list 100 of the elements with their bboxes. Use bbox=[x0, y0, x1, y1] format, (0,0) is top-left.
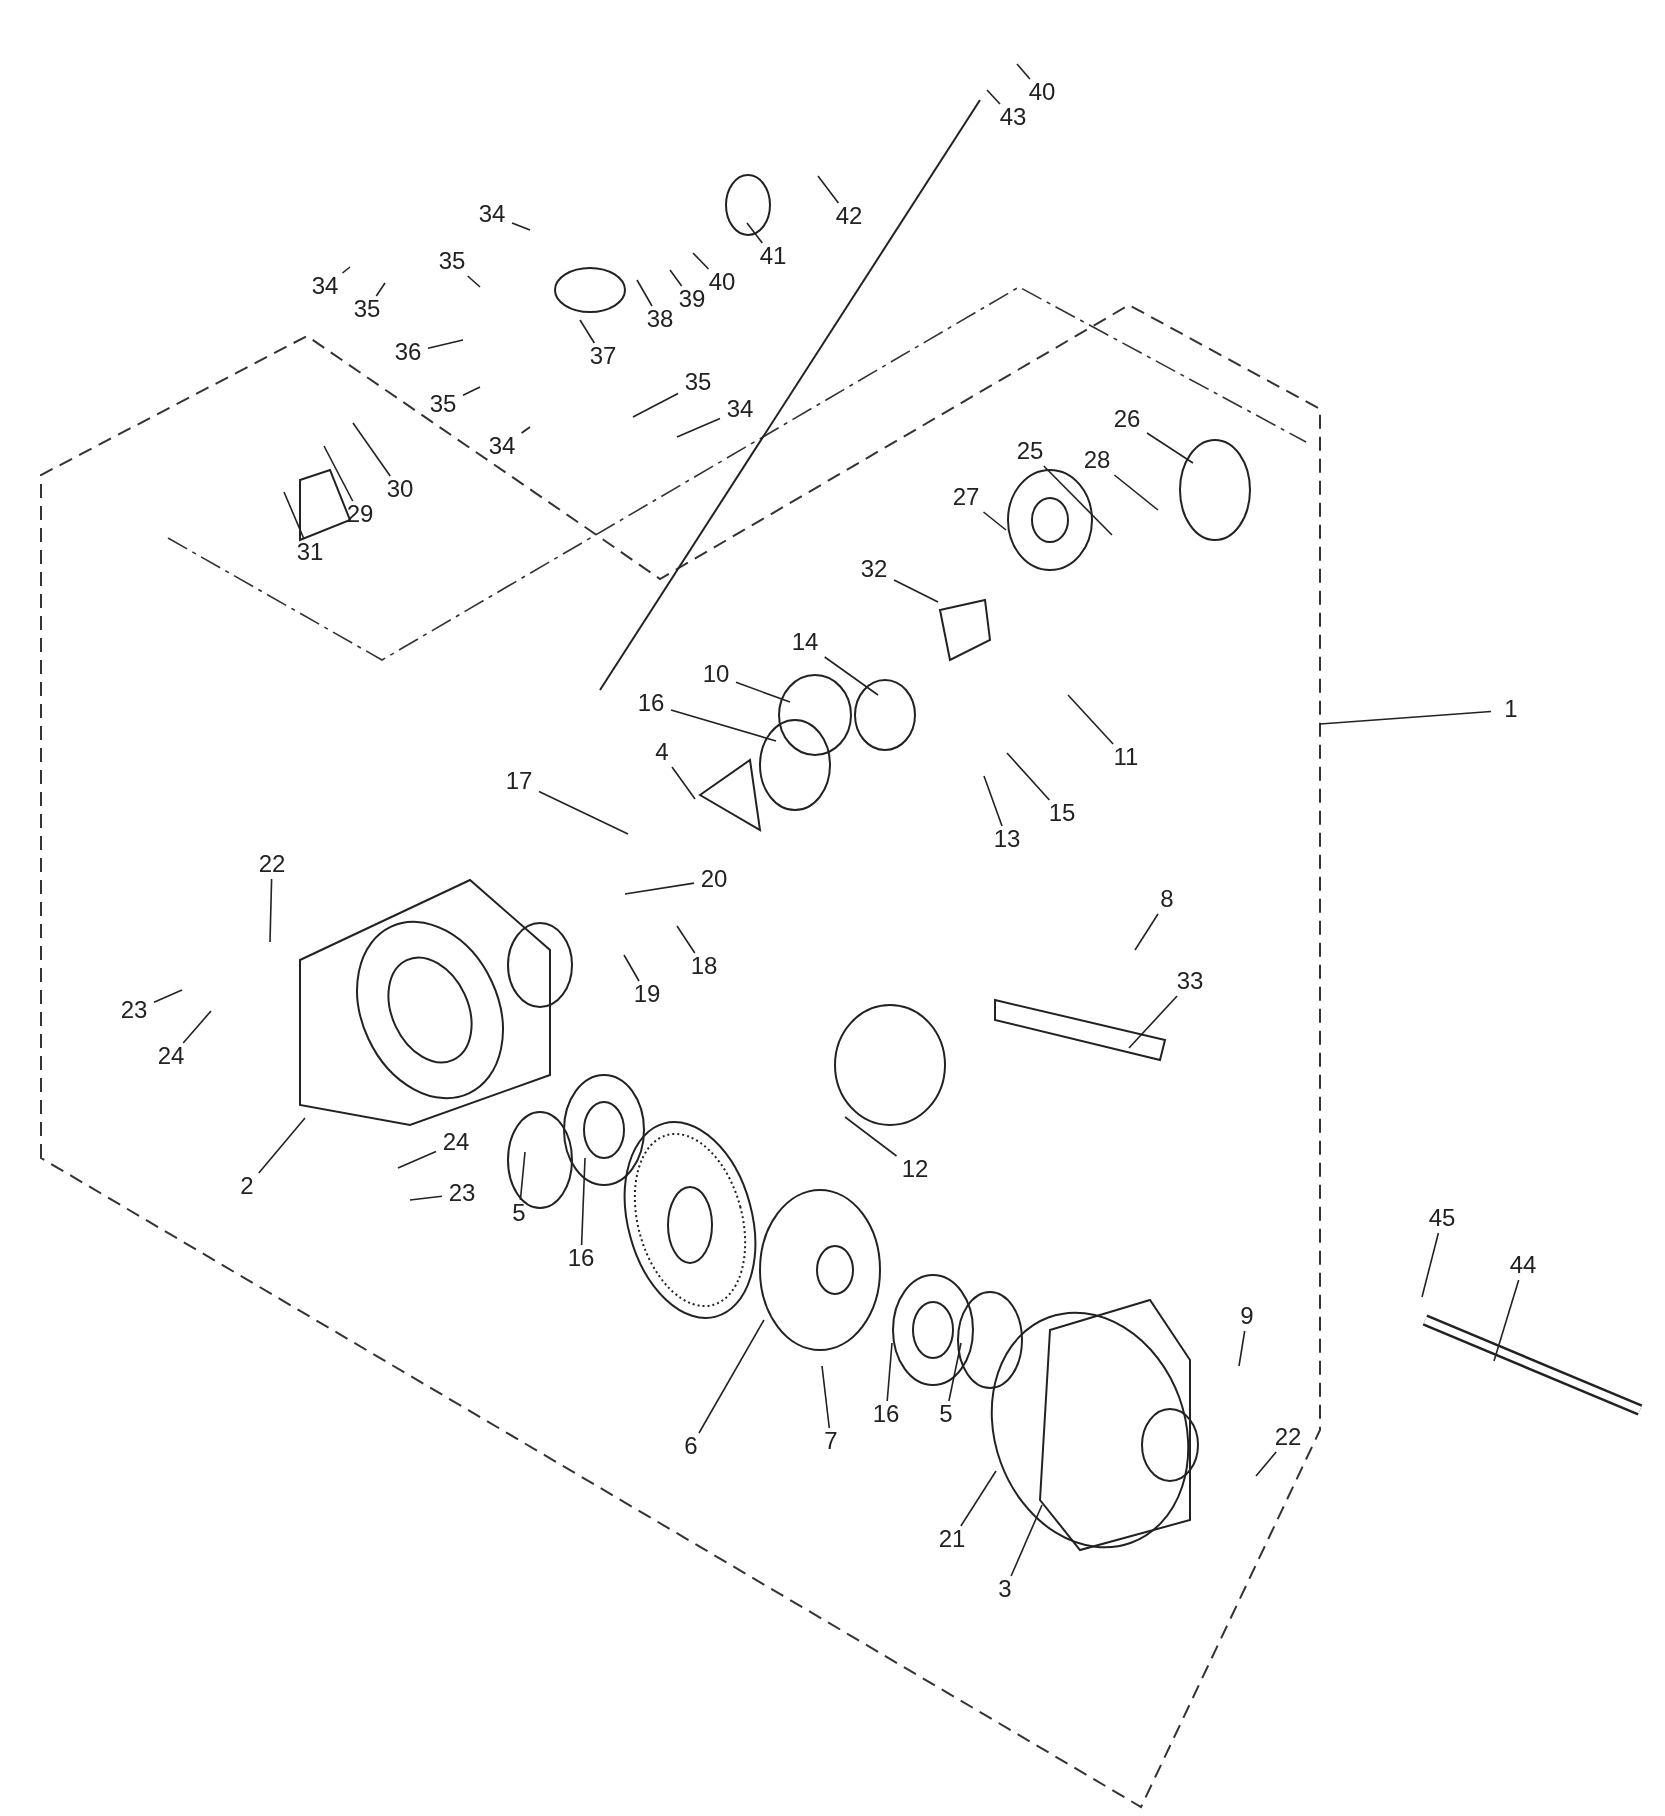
callout-number: 1 bbox=[1491, 696, 1531, 724]
leader-line bbox=[466, 275, 481, 288]
callout-number: 20 bbox=[694, 866, 734, 894]
callout-number: 10 bbox=[696, 661, 736, 689]
leader-line bbox=[632, 392, 679, 418]
callout-number: 26 bbox=[1107, 406, 1147, 434]
leader-line bbox=[821, 1365, 831, 1429]
leader-line bbox=[580, 1157, 586, 1246]
leader-line bbox=[519, 1151, 526, 1201]
leader-line bbox=[948, 1342, 962, 1402]
leader-line bbox=[462, 386, 481, 397]
callout-number: 19 bbox=[627, 981, 667, 1009]
leader-line bbox=[511, 222, 531, 231]
leader-line bbox=[817, 175, 840, 204]
callout-number: 21 bbox=[932, 1526, 972, 1554]
leader-line bbox=[986, 89, 1001, 105]
leader-line bbox=[676, 417, 721, 438]
callout-number: 30 bbox=[380, 476, 420, 504]
leader-line bbox=[1113, 474, 1159, 511]
callout-number: 5 bbox=[926, 1401, 966, 1429]
callout-number: 25 bbox=[1010, 438, 1050, 466]
leader-line bbox=[1319, 710, 1492, 725]
callout-number: 6 bbox=[671, 1433, 711, 1461]
callout-number: 34 bbox=[720, 396, 760, 424]
callout-number: 3 bbox=[985, 1576, 1025, 1604]
callout-number: 24 bbox=[436, 1129, 476, 1157]
leader-line bbox=[520, 426, 531, 434]
leader-line bbox=[397, 1150, 437, 1169]
callout-number: 16 bbox=[866, 1401, 906, 1429]
leader-line bbox=[1006, 752, 1051, 801]
leader-line bbox=[538, 790, 629, 835]
leader-line bbox=[283, 491, 305, 540]
leader-line bbox=[983, 775, 1003, 827]
leader-line bbox=[670, 709, 777, 742]
callout-number: 16 bbox=[561, 1245, 601, 1273]
leader-line bbox=[692, 252, 710, 270]
leader-line bbox=[427, 339, 464, 350]
callout-number: 7 bbox=[811, 1428, 851, 1456]
leader-line bbox=[823, 656, 879, 696]
callout-number: 18 bbox=[684, 953, 724, 981]
callout-number: 37 bbox=[583, 343, 623, 371]
callout-number: 35 bbox=[347, 296, 387, 324]
leader-line bbox=[409, 1195, 443, 1201]
callout-number: 4 bbox=[642, 739, 682, 767]
leader-line bbox=[1016, 63, 1031, 80]
leader-line bbox=[893, 579, 939, 603]
leader-line bbox=[352, 422, 391, 477]
callout-number: 32 bbox=[854, 556, 894, 584]
leader-line bbox=[676, 925, 696, 954]
callout-number: 8 bbox=[1147, 886, 1187, 914]
leader-line bbox=[624, 882, 695, 895]
leader-line bbox=[153, 989, 183, 1004]
leader-line bbox=[960, 1470, 997, 1527]
callout-number: 43 bbox=[993, 104, 1033, 132]
callout-number: 9 bbox=[1227, 1303, 1267, 1331]
callout-number: 2 bbox=[227, 1173, 267, 1201]
callout-number: 24 bbox=[151, 1043, 191, 1071]
callout-number: 23 bbox=[442, 1180, 482, 1208]
leader-line bbox=[1134, 913, 1159, 951]
leader-line bbox=[1238, 1330, 1246, 1367]
leader-line bbox=[579, 319, 596, 344]
leader-line bbox=[698, 1319, 765, 1434]
leader-line bbox=[258, 1117, 306, 1174]
callout-number: 15 bbox=[1042, 800, 1082, 828]
callout-number: 23 bbox=[114, 997, 154, 1025]
callout-number: 45 bbox=[1422, 1205, 1462, 1233]
callout-number: 31 bbox=[290, 539, 330, 567]
callout-number: 33 bbox=[1170, 968, 1210, 996]
callout-number: 36 bbox=[388, 339, 428, 367]
callout-number: 5 bbox=[499, 1200, 539, 1228]
leader-line bbox=[1255, 1451, 1277, 1477]
callout-number: 44 bbox=[1503, 1252, 1543, 1280]
leader-line bbox=[375, 282, 386, 297]
callout-number: 35 bbox=[678, 369, 718, 397]
callout-number: 14 bbox=[785, 629, 825, 657]
callout-number: 41 bbox=[753, 243, 793, 271]
callout-number: 35 bbox=[432, 248, 472, 276]
leader-line bbox=[1493, 1279, 1520, 1362]
leader-line bbox=[735, 681, 791, 703]
callout-number: 22 bbox=[252, 851, 292, 879]
callout-number: 35 bbox=[423, 391, 463, 419]
callout-number: 42 bbox=[829, 203, 869, 231]
callout-number: 22 bbox=[1268, 1424, 1308, 1452]
leader-line bbox=[671, 766, 696, 800]
callout-number: 13 bbox=[987, 826, 1027, 854]
leader-line bbox=[1067, 694, 1114, 745]
leader-line bbox=[746, 222, 764, 244]
leader-line bbox=[982, 511, 1007, 531]
callout-number: 17 bbox=[499, 768, 539, 796]
leader-line bbox=[669, 269, 683, 287]
callout-number: 34 bbox=[472, 201, 512, 229]
leader-line bbox=[886, 1342, 893, 1402]
callout-number: 27 bbox=[946, 484, 986, 512]
callout-number: 29 bbox=[340, 501, 380, 529]
leader-line bbox=[341, 266, 351, 274]
leader-line bbox=[844, 1116, 898, 1157]
leader-line bbox=[1421, 1232, 1440, 1298]
callout-number: 11 bbox=[1106, 744, 1146, 772]
callout-number: 40 bbox=[1022, 79, 1062, 107]
leader-line bbox=[623, 954, 640, 982]
